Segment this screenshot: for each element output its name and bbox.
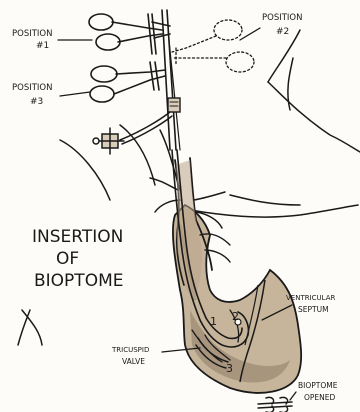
title-line-2: OF <box>56 249 79 269</box>
label-position-3: POSITION #3 <box>12 83 52 107</box>
forceps-position-2 <box>172 20 254 72</box>
svg-text:VENTRICULAR: VENTRICULAR <box>286 294 336 302</box>
bioptome-opened-tool <box>258 397 292 412</box>
forceps-position-1 <box>89 14 170 54</box>
stopcock-valve <box>93 112 172 154</box>
svg-text:TRICUSPID: TRICUSPID <box>111 346 149 354</box>
svg-text:POSITION: POSITION <box>12 29 52 39</box>
svg-text:#2: #2 <box>276 27 289 37</box>
label-position-1: POSITION #1 <box>12 29 52 51</box>
svg-text:#1: #1 <box>36 41 49 51</box>
svg-text:POSITION: POSITION <box>262 13 302 23</box>
svg-text:#3: #3 <box>30 97 43 107</box>
number-2: 2 <box>232 310 239 323</box>
number-3: 3 <box>226 362 233 375</box>
svg-text:VALVE: VALVE <box>122 357 145 366</box>
title-line-1: INSERTION <box>32 227 123 247</box>
svg-text:BIOPTOME: BIOPTOME <box>298 381 338 390</box>
number-1: 1 <box>210 315 217 328</box>
svg-text:OPENED: OPENED <box>304 393 336 402</box>
forceps-position-3 <box>90 62 165 102</box>
label-bioptome-opened: BIOPTOME OPENED <box>298 381 338 402</box>
svg-text:SEPTUM: SEPTUM <box>298 305 329 314</box>
title-line-3: BIOPTOME <box>34 271 123 291</box>
label-position-2: POSITION #2 <box>262 13 302 37</box>
svg-text:POSITION: POSITION <box>12 83 52 93</box>
title-text: INSERTION OF BIOPTOME <box>32 227 123 291</box>
label-tricuspid-valve: TRICUSPID VALVE <box>111 346 149 366</box>
